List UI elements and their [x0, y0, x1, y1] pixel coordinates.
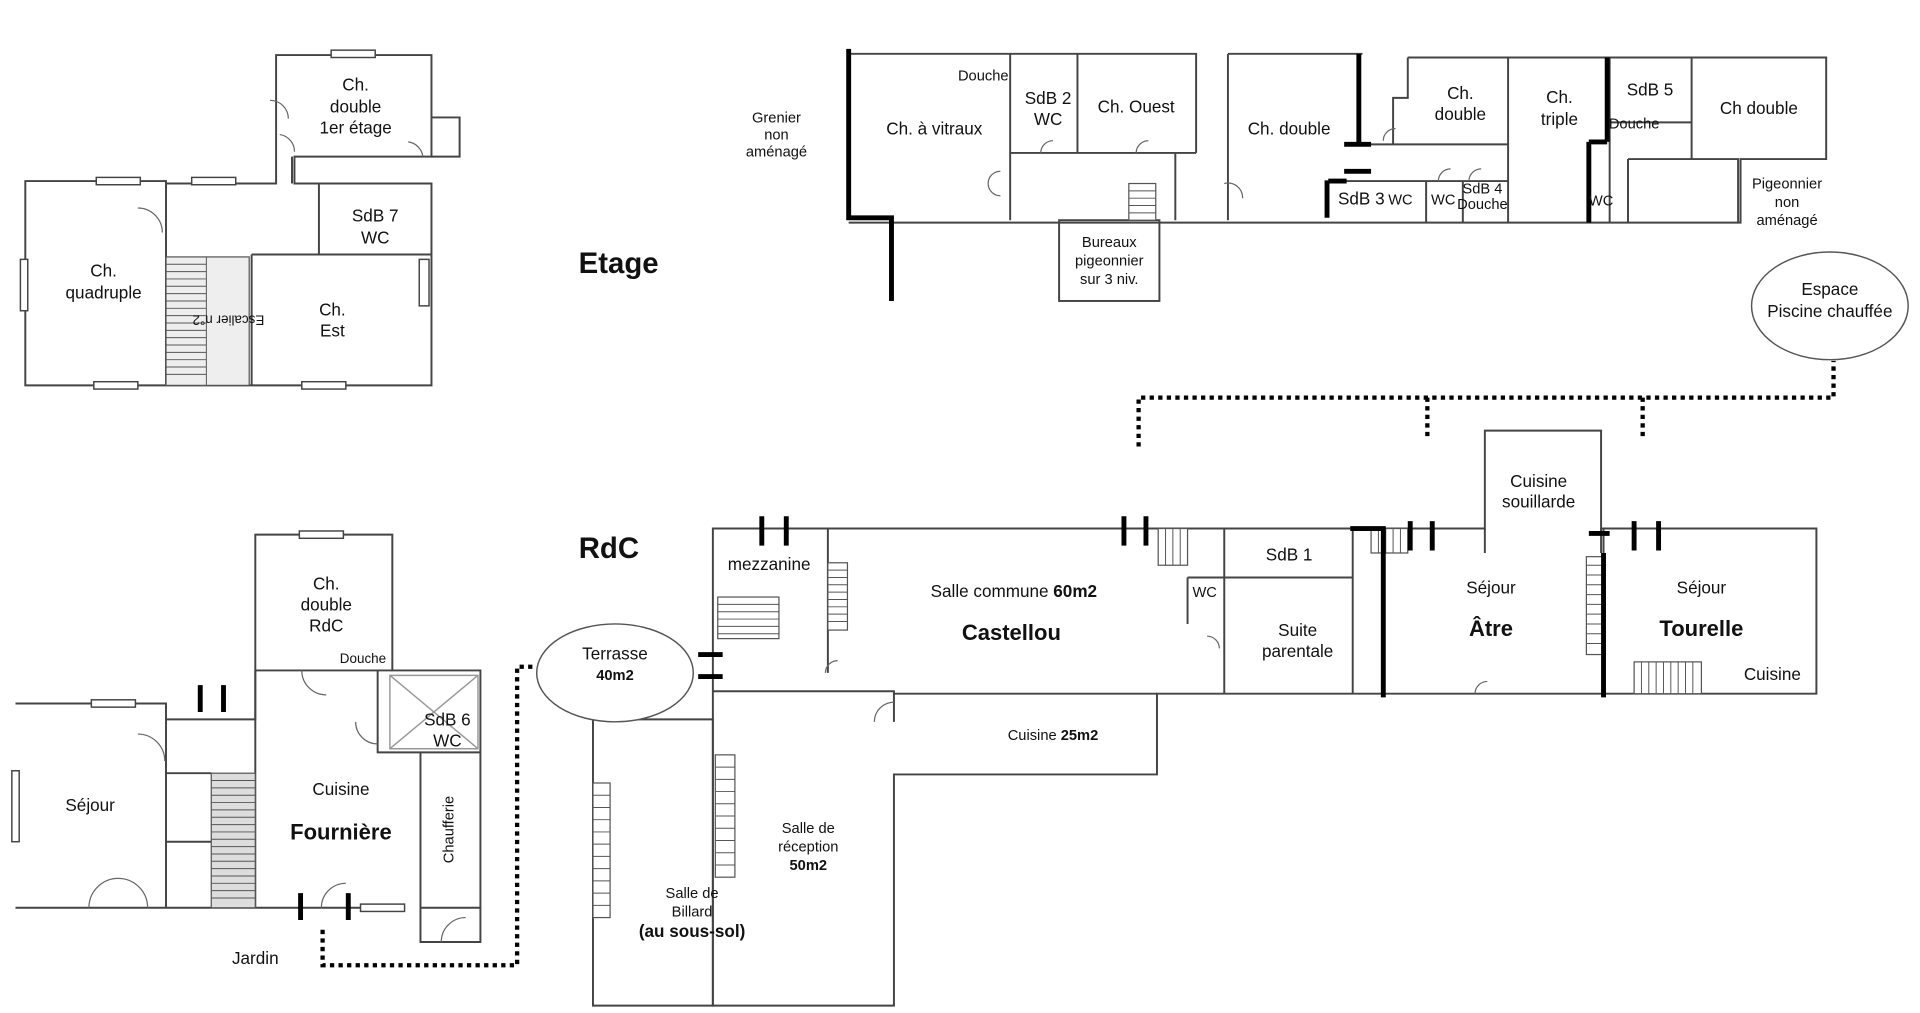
room-label: Cuisine 25m2 [1008, 728, 1099, 744]
room-label: Ch. à vitraux [886, 120, 982, 139]
room-label: souillarde [1502, 493, 1575, 512]
room-label: SdB 5 [1627, 80, 1674, 99]
room-label: Ch. [313, 575, 340, 594]
level-title-etage: Etage [579, 247, 659, 280]
room-label: Salle de [666, 886, 719, 902]
etage-plan: Grenier non aménagé Douche Ch. à vitraux… [746, 48, 1828, 302]
room-label: aménagé [1756, 213, 1817, 229]
pool-label: Espace [1801, 280, 1858, 299]
room-label: Est [320, 321, 345, 340]
room-label: Douche [1457, 197, 1508, 213]
room-label: Douche [340, 651, 386, 666]
room-label: Ch. Ouest [1098, 98, 1175, 117]
room-label: Séjour [1466, 578, 1516, 597]
room-name: Âtre [1469, 616, 1513, 641]
room-label: SdB 1 [1266, 545, 1313, 564]
room-label: WC [361, 228, 390, 247]
room-label: SdB 6 [424, 710, 471, 729]
room-label: WC [1589, 194, 1614, 210]
room-label: WC [1034, 110, 1063, 129]
room-area: 50m2 [790, 858, 828, 874]
room-label: Ch. [319, 301, 346, 320]
room-name: Tourelle [1659, 616, 1743, 641]
room-label: réception [778, 840, 838, 856]
pool-label: Piscine chauffée [1767, 302, 1892, 321]
room-label-text: Salle commune [931, 582, 1054, 601]
room-label: RdC [309, 616, 343, 635]
room-label: Ch. [1447, 84, 1474, 103]
room-label: SdB 4 [1462, 181, 1502, 197]
room-label: Bureaux [1082, 235, 1137, 251]
room-label: Douche [958, 69, 1009, 85]
room-label: WC [1388, 192, 1413, 208]
room-label: WC [1192, 585, 1217, 601]
garden-label: Jardin [232, 949, 279, 968]
room-label: Pigeonnier [1752, 176, 1822, 192]
room-label: double [330, 98, 381, 117]
rdc-plan: Terrasse 40m2 mezzanine Salle commune 60… [535, 429, 1818, 1007]
pool-area: Espace Piscine chauffée [1750, 251, 1909, 361]
room-label: WC [433, 731, 462, 750]
room-label: Salle de [782, 821, 835, 837]
room-label: pigeonnier [1075, 253, 1144, 269]
terrace-area: 40m2 [596, 668, 634, 684]
room-label: Ch. [342, 76, 369, 95]
room-name: Castellou [962, 620, 1061, 645]
room-label: parentale [1262, 642, 1333, 661]
room-area: 25m2 [1061, 728, 1099, 744]
room-label: aménagé [746, 145, 807, 161]
room-label: Séjour [65, 796, 115, 815]
room-label: 1er étage [319, 118, 391, 137]
room-label: (au sous-sol) [639, 922, 745, 941]
room-label: Ch. [90, 261, 117, 280]
room-area: 60m2 [1053, 582, 1097, 601]
room-label: quadruple [66, 284, 142, 303]
level-title-rdc: RdC [579, 532, 639, 565]
room-label: mezzanine [728, 555, 811, 574]
room-label: Cuisine [312, 780, 369, 799]
room-label: non [1775, 195, 1799, 211]
room-label: Ch. double [1248, 120, 1331, 139]
room-label: double [1435, 105, 1486, 124]
staircase: Escalier n°2 [165, 256, 264, 386]
room-label: Ch double [1720, 99, 1798, 118]
room-label: Suite [1278, 621, 1317, 640]
room-label: Grenier [752, 110, 801, 126]
terrace-label: Terrasse [582, 644, 648, 663]
room-label: Salle commune 60m2 [931, 582, 1097, 601]
room-label-text: Cuisine [1008, 728, 1061, 744]
room-label: Séjour [1677, 578, 1727, 597]
room-label: Chaufferie [442, 796, 458, 863]
room-label: SdB 3 [1338, 189, 1385, 208]
room-label: sur 3 niv. [1080, 272, 1138, 288]
room-label: Cuisine [1510, 472, 1567, 491]
room-label: SdB 7 [352, 206, 399, 225]
room-label: Billard [672, 904, 713, 920]
room-label: WC [1431, 192, 1456, 208]
room-label: triple [1541, 110, 1578, 129]
room-label: double [301, 595, 352, 614]
room-label: SdB 2 [1025, 89, 1072, 108]
room-label: non [764, 127, 788, 143]
staircase-label: Escalier n°2 [192, 313, 264, 328]
room-label: Cuisine [1744, 665, 1801, 684]
room-name: Fournière [290, 819, 392, 844]
annexe-etage-plan: Escalier n°2 Ch. double 1er étage Ch. qu… [19, 49, 461, 390]
room-label: Ch. [1546, 88, 1573, 107]
room-label: Douche [1609, 116, 1660, 132]
annexe-rdc-plan: Ch. double RdC Douche SdB 6 WC Séjour Cu… [11, 530, 535, 968]
